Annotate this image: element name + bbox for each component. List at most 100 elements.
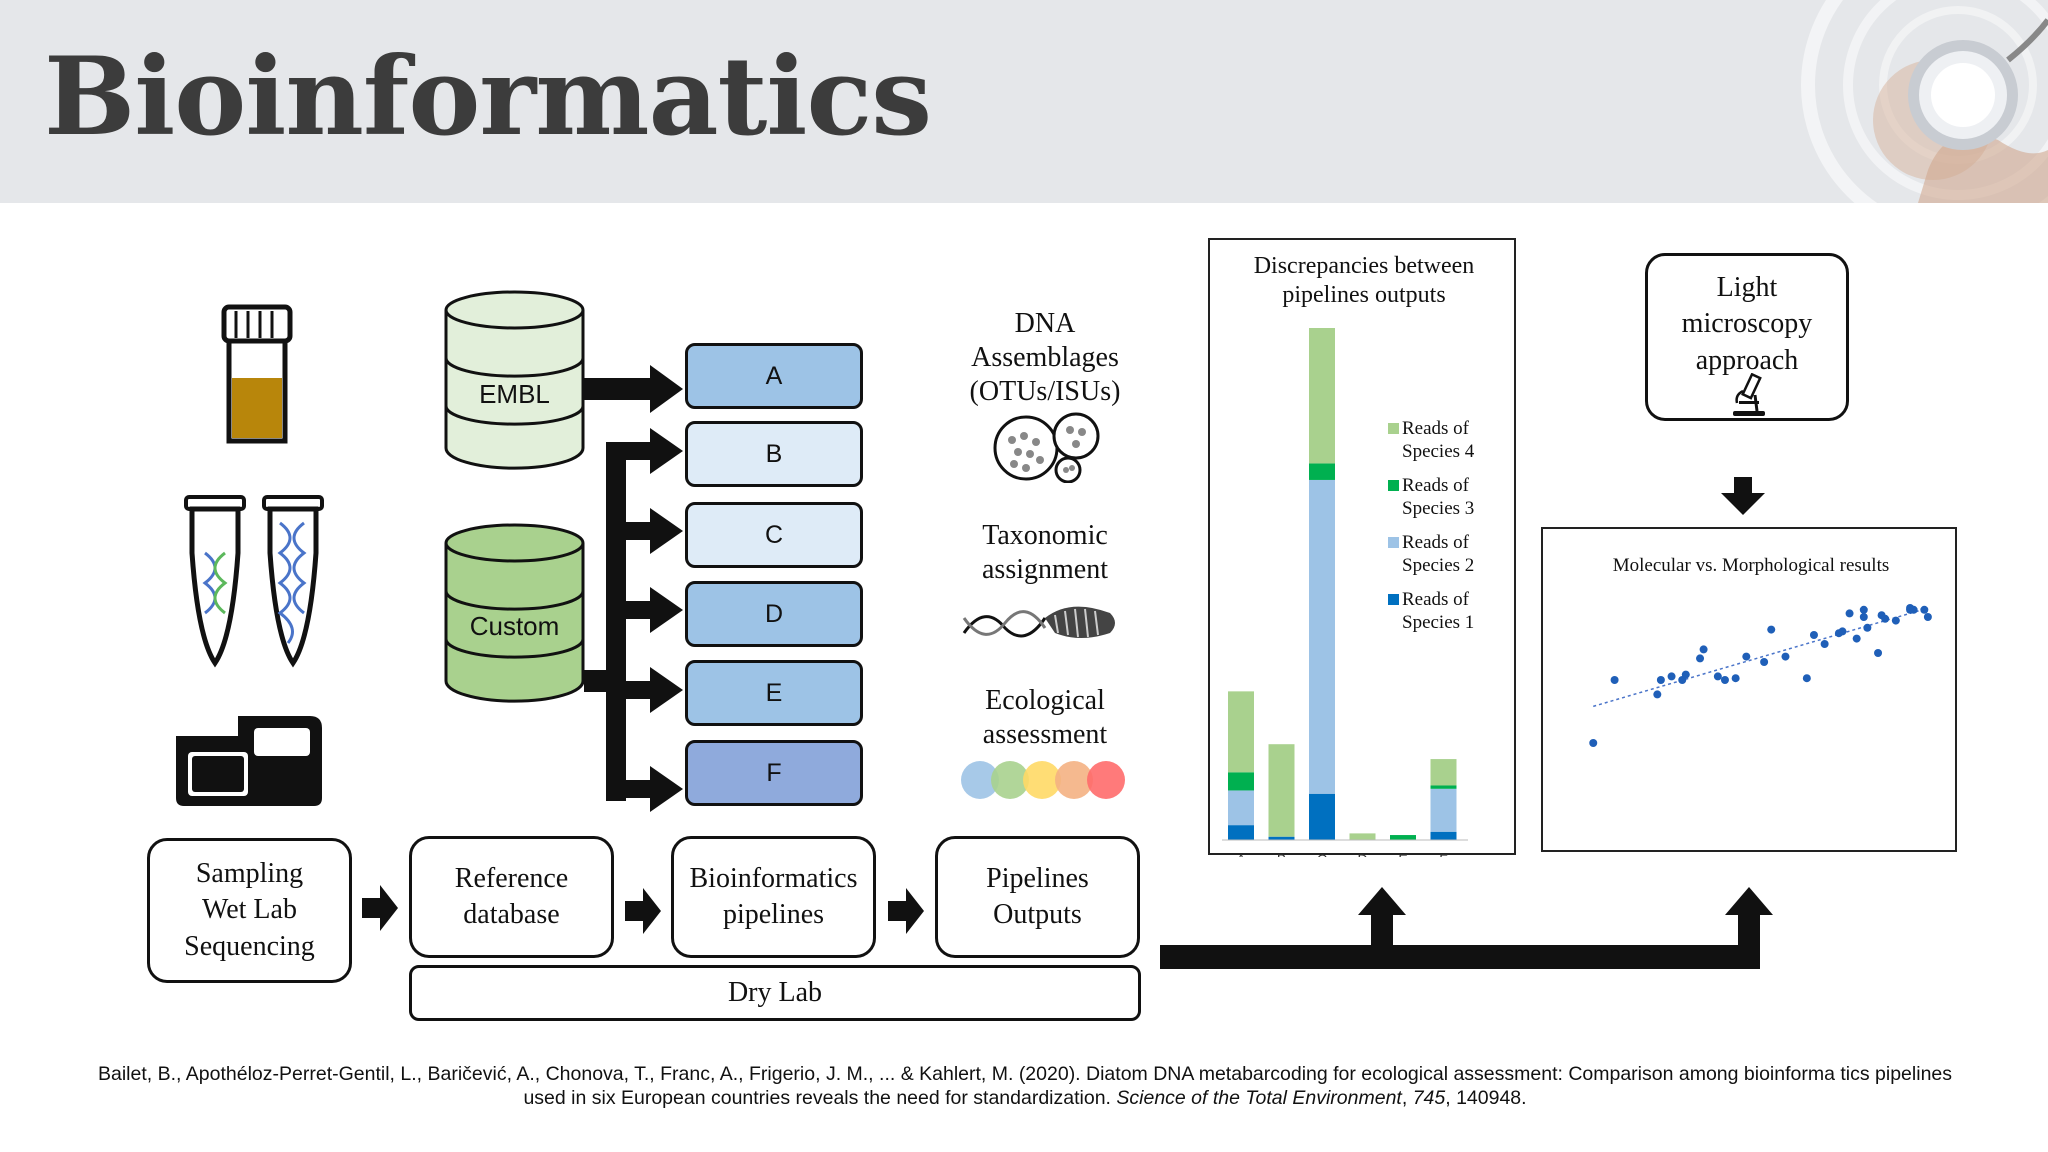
results-connector	[1160, 887, 1773, 969]
bar-C-series-2	[1309, 479, 1335, 794]
x-tick-label: C	[1317, 851, 1327, 857]
legend-swatch	[1388, 480, 1399, 491]
scatter-point	[1720, 676, 1729, 684]
taxonomic-assignment-label: Taxonomic assignment	[982, 519, 1108, 585]
sampling-step: Sampling Wet Lab Sequencing	[147, 838, 352, 983]
scatter-point	[1923, 613, 1932, 621]
arrow-down-icon	[1721, 477, 1765, 515]
x-tick-label: E	[1398, 851, 1407, 857]
light-microscopy-box: Light microscopy approach	[1645, 253, 1849, 421]
legend-swatch	[1388, 423, 1399, 434]
arrow-right-icon	[888, 888, 924, 934]
x-tick-label: F	[1439, 851, 1448, 857]
scatter-point	[1760, 658, 1769, 666]
legend-item: Reads of Species 1	[1388, 589, 1474, 635]
bar-D-series-4	[1349, 833, 1376, 840]
dna-assemblages-label: DNA Assemblages (OTUs/ISUs)	[969, 307, 1121, 408]
scatter-point	[1838, 627, 1847, 636]
legend-label: Reads of Species 3	[1402, 475, 1475, 519]
otu-clusters-icon	[993, 412, 1100, 483]
bar-F-series-2	[1430, 788, 1457, 832]
sequencer-icon	[176, 716, 322, 806]
bar-F-series-1	[1430, 831, 1457, 840]
scatter-point	[1742, 652, 1751, 661]
bar-C-series-1	[1309, 793, 1335, 840]
custom-label: Custom	[469, 611, 560, 642]
pipeline-d: D	[685, 581, 863, 647]
legend-item: Reads of Species 3	[1388, 475, 1475, 521]
scatter-point	[1863, 623, 1872, 632]
legend-item: Reads of Species 4	[1388, 418, 1475, 464]
dry-lab-bracket: Dry Lab	[409, 965, 1141, 1021]
bioinformatics-pipelines-step: Bioinformatics pipelines	[671, 836, 876, 958]
scatter-point	[1667, 672, 1676, 681]
microscope-icon	[1733, 373, 1765, 416]
legend-swatch	[1388, 537, 1399, 548]
scatter-point	[1781, 652, 1790, 661]
scatter-point	[1610, 676, 1619, 684]
scatter-point	[1920, 605, 1929, 614]
arrow-right-icon	[625, 888, 661, 934]
scatter-point	[1809, 631, 1818, 639]
pipelines-outputs-step: Pipelines Outputs	[935, 836, 1140, 958]
scatter-point	[1820, 640, 1829, 648]
citation-text: Bailet, B., Apothéloz-Perret-Gentil, L.,…	[97, 1063, 1953, 1109]
molecular-morphological-panel: Molecular vs. Morphological results	[1541, 527, 1957, 852]
diagram-area: EMBL Custom A B C D E F DNA Assemblages …	[0, 203, 2048, 1152]
scatter-title: Molecular vs. Morphological results	[1612, 555, 1890, 577]
x-tick-label: A	[1236, 851, 1246, 857]
pipeline-b: B	[685, 421, 863, 487]
bar-B-series-4	[1268, 744, 1295, 837]
scatter-plot	[1589, 604, 1932, 747]
trendline	[1593, 607, 1929, 708]
scatter-point	[1845, 609, 1854, 618]
custom-database-icon	[444, 523, 585, 703]
ecological-colors-icon	[961, 761, 1125, 799]
bar-A-series-4	[1228, 691, 1254, 773]
citation-volume: 745	[1412, 1087, 1446, 1109]
bar-C-series-3	[1309, 463, 1335, 480]
scatter-point	[1859, 613, 1868, 621]
scatter-point	[1906, 605, 1915, 614]
legend-label: Reads of Species 4	[1402, 418, 1475, 462]
scatter-point	[1802, 674, 1811, 683]
dna-tubes-icon	[184, 495, 324, 668]
bar-B-series-1	[1268, 836, 1295, 840]
embl-database-icon	[444, 290, 585, 470]
page-title: Bioinformatics	[44, 34, 932, 160]
dna-diatom-icon	[962, 606, 1115, 638]
pipeline-c: C	[685, 502, 863, 568]
ecological-assessment-label: Ecological assessment	[982, 684, 1108, 750]
scatter-point	[1696, 654, 1705, 663]
sample-jar-icon	[221, 304, 293, 444]
scatter-point	[1589, 739, 1598, 747]
light-microscopy-label: Light microscopy approach	[1681, 272, 1813, 376]
scatter-point	[1852, 634, 1861, 643]
scatter-point	[1881, 614, 1890, 623]
scatter-point	[1713, 672, 1722, 681]
bar-F-series-3	[1430, 785, 1457, 789]
title-bar: Bioinformatics	[0, 0, 2048, 203]
bar-E-series-3	[1390, 835, 1416, 840]
legend-item: Reads of Species 2	[1388, 532, 1474, 578]
pipeline-a: A	[685, 343, 863, 409]
chart-title: Discrepancies between pipelines outputs	[1253, 252, 1475, 308]
bar-A-series-2	[1228, 790, 1254, 826]
scatter-point	[1874, 649, 1883, 657]
legend-swatch	[1388, 594, 1399, 605]
scatter-point	[1859, 605, 1868, 614]
pipeline-e: E	[685, 660, 863, 726]
arrow-right-icon	[362, 885, 398, 931]
x-tick-label: B	[1277, 851, 1286, 857]
reference-database-step: Reference database	[409, 836, 614, 958]
bar-A-series-3	[1228, 772, 1254, 791]
citation-article: , 140948.	[1445, 1087, 1527, 1109]
scatter-point	[1656, 676, 1665, 684]
bar-A-series-1	[1228, 825, 1254, 840]
scatter-point	[1767, 625, 1776, 634]
embl-label: EMBL	[479, 379, 550, 410]
discrepancies-chart-panel: Discrepancies between pipelines outputs …	[1208, 238, 1516, 857]
citation-journal: Science of the Total Environment	[1116, 1087, 1402, 1109]
bar-F-series-4	[1430, 759, 1457, 786]
